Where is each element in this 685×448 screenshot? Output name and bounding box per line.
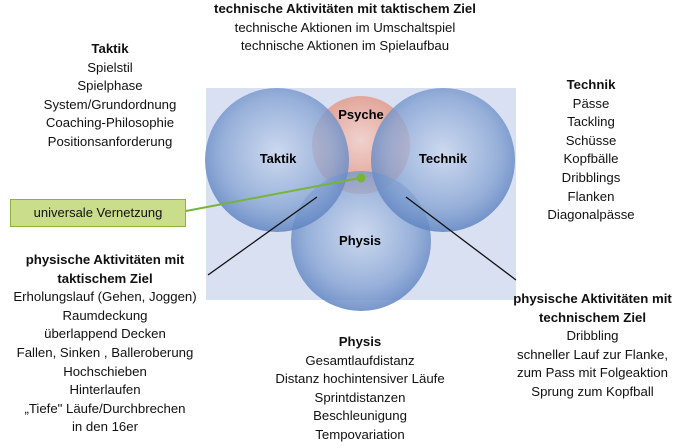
technik-block-line: Dribblings xyxy=(561,169,621,185)
technik-block-line: Kopfbälle xyxy=(563,151,619,167)
physis-block-line: Tempovariation xyxy=(315,426,405,442)
top-block: technische Aktivitäten mit taktischem Zi… xyxy=(180,0,510,56)
physisch-taktisch-line: Erholungslauf (Gehen, Joggen) xyxy=(13,289,197,305)
physisch-technisch-title: physische Aktivitäten mit xyxy=(513,291,672,306)
technik-block-line: Diagonalpässe xyxy=(547,207,635,223)
connector-line-left xyxy=(207,196,318,276)
physisch-technisch-line: schneller Lauf zur Flanke, xyxy=(517,346,668,362)
taktik-block-line: Positionsanforderung xyxy=(47,133,173,149)
physis-block-line: Distanz hochintensiver Läufe xyxy=(275,371,445,387)
physisch-taktisch-line: in den 16er xyxy=(72,419,138,435)
taktik-block-line: Spielphase xyxy=(77,78,143,94)
physisch-technisch-line: zum Pass mit Folgeaktion xyxy=(517,365,668,381)
taktik-block-title: Taktik xyxy=(91,41,129,56)
top-block-title: technische Aktivitäten mit taktischem Zi… xyxy=(214,1,476,16)
vernetzung-connector xyxy=(185,177,361,212)
vernetzung-dot xyxy=(356,173,366,183)
technik-block-line: Schüsse xyxy=(565,132,617,148)
physisch-taktisch-line: Hochschieben xyxy=(63,363,147,379)
physisch-taktisch-line: überlappend Decken xyxy=(44,326,166,342)
technik-block-line: Pässe xyxy=(572,95,610,111)
taktik-block: Taktik Spielstil Spielphase System/Grund… xyxy=(20,40,200,152)
connector-line-right xyxy=(405,196,517,281)
physisch-taktisch-line: Hinterlaufen xyxy=(69,382,141,398)
taktik-block-line: Spielstil xyxy=(87,59,133,75)
physis-block-line: Sprintdistanzen xyxy=(314,389,406,405)
physisch-taktisch-title: taktischem Ziel xyxy=(57,270,153,286)
technik-block-line: Tackling xyxy=(567,114,615,130)
physis-label: Physis xyxy=(339,233,381,248)
taktik-block-line: System/Grundordnung xyxy=(43,96,177,112)
physisch-technisch-line: Sprung zum Kopfball xyxy=(531,383,654,399)
technik-block: Technik Pässe Tackling Schüsse Kopfbälle… xyxy=(526,76,656,225)
physisch-taktisch-line: Fallen, Sinken , Balleroberung xyxy=(16,344,194,360)
universale-vernetzung-badge: universale Vernetzung xyxy=(10,199,186,227)
top-block-line: technische Aktionen im Spielaufbau xyxy=(240,38,450,54)
physis-block-title: Physis xyxy=(338,334,382,349)
taktik-label: Taktik xyxy=(260,151,297,166)
technik-label: Technik xyxy=(419,151,468,166)
physisch-taktisch-line: Raumdeckung xyxy=(62,307,148,323)
physisch-taktisch-block: physische Aktivitäten mit taktischem Zie… xyxy=(0,251,210,437)
physis-block-line: Gesamtlaufdistanz xyxy=(305,352,415,368)
physisch-technisch-block: physische Aktivitäten mit technischem Zi… xyxy=(500,290,685,402)
physis-block-line: Beschleunigung xyxy=(313,408,407,424)
technik-block-line: Flanken xyxy=(567,188,615,204)
top-block-line: technische Aktionen im Umschaltspiel xyxy=(234,19,456,35)
physisch-taktisch-title: physische Aktivitäten mit xyxy=(25,252,185,267)
psyche-label: Psyche xyxy=(338,107,384,122)
physisch-taktisch-line: „Tiefe" Läufe/Durchbrechen xyxy=(24,400,186,416)
physisch-technisch-title: technischem Ziel xyxy=(538,309,646,325)
technik-circle xyxy=(371,88,515,232)
technik-block-title: Technik xyxy=(566,77,616,92)
taktik-circle xyxy=(205,88,349,232)
taktik-block-line: Coaching-Philosophie xyxy=(45,115,175,131)
physis-block: Physis Gesamtlaufdistanz Distanz hochint… xyxy=(255,333,465,445)
physisch-technisch-line: Dribbling xyxy=(566,328,619,344)
